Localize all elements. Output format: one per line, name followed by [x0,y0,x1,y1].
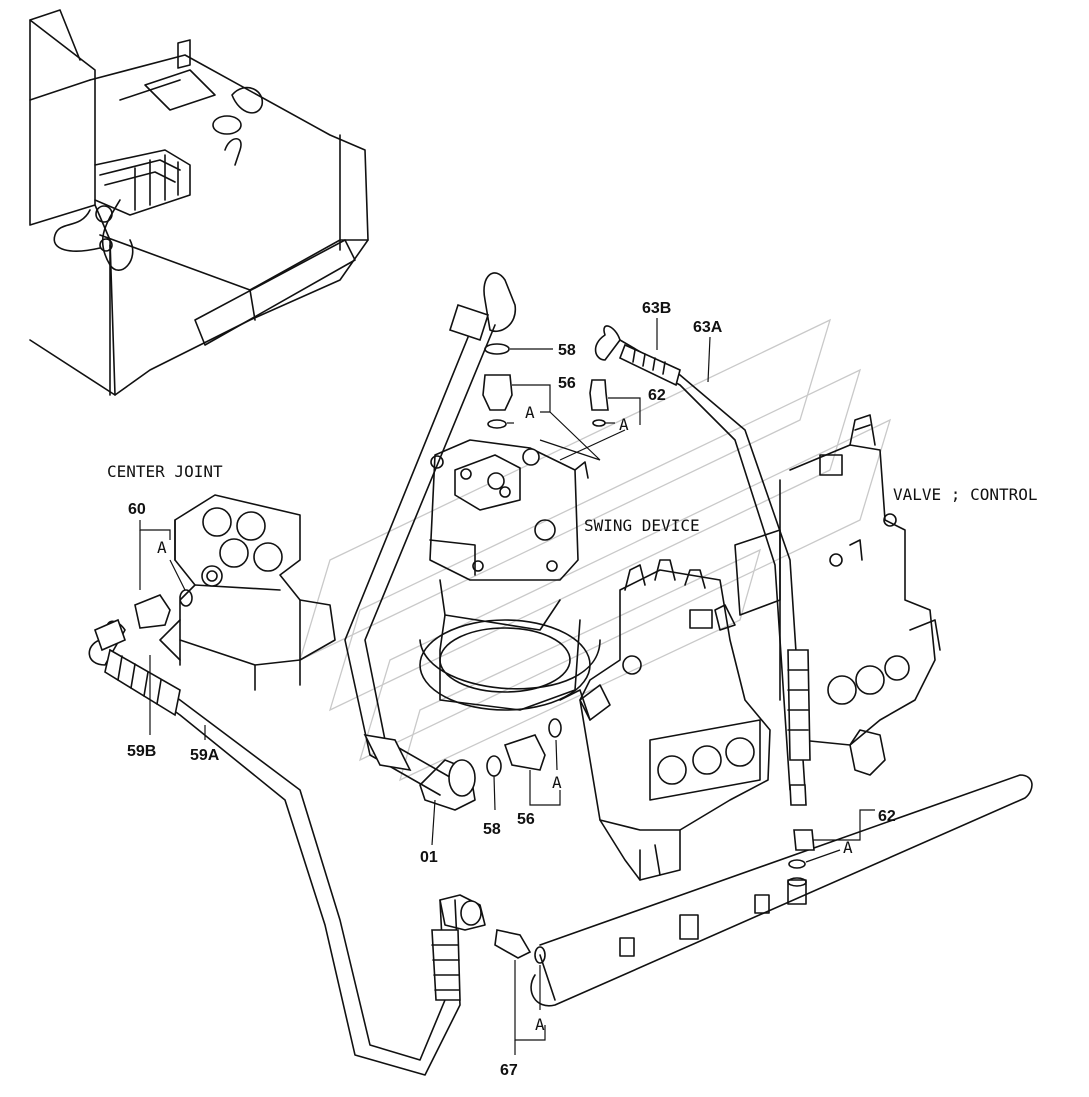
control-valve-label: VALVE ; CONTROL [893,485,1038,504]
callout-67: 67 [500,1062,518,1079]
control-valve-drawing [559,414,941,881]
adapter-62-right [793,829,815,851]
callout-59b: 59B [127,743,156,760]
group-mark-a-60: A [157,538,167,557]
machine-body-drawing [29,9,369,396]
callout-62-right: 62 [878,808,896,825]
leader-lines [139,318,875,1055]
callout-60: 60 [128,501,146,518]
group-mark-a-62-top: A [619,415,629,434]
swing-device-label: SWING DEVICE [584,516,700,535]
hose-01 [344,272,516,811]
callout-58-top: 58 [558,342,576,359]
adapter-62-top [589,379,609,411]
watermark [298,318,892,782]
swing-device-drawing [419,439,601,711]
adapter-56-top [482,374,513,411]
oring-58-bottom [486,755,502,777]
callout-63a: 63A [693,319,723,336]
adapter-60 [134,594,171,629]
callout-01: 01 [420,849,438,866]
group-mark-a-56-top: A [525,403,535,422]
callout-56-top: 56 [558,375,576,392]
oring-58-top [484,343,510,355]
callout-58-bottom: 58 [483,821,501,838]
callout-63b: 63B [642,300,671,317]
group-mark-a-67: A [535,1015,545,1034]
adapter-67 [494,929,532,959]
wiring-harness [53,149,191,271]
group-mark-a-56-bottom: A [552,773,562,792]
callout-59a: 59A [190,747,220,764]
hose-59 [88,618,486,1076]
hose-63 [594,325,811,806]
center-joint-drawing [159,494,336,691]
callout-56-bottom: 56 [517,811,535,828]
pipe-assembly [530,774,1033,1007]
group-mark-a-62-right: A [843,838,853,857]
adapter-56-bottom [503,734,546,771]
fittings [134,343,815,964]
callout-62-top: 62 [648,387,666,404]
center-joint-label: CENTER JOINT [107,462,223,481]
